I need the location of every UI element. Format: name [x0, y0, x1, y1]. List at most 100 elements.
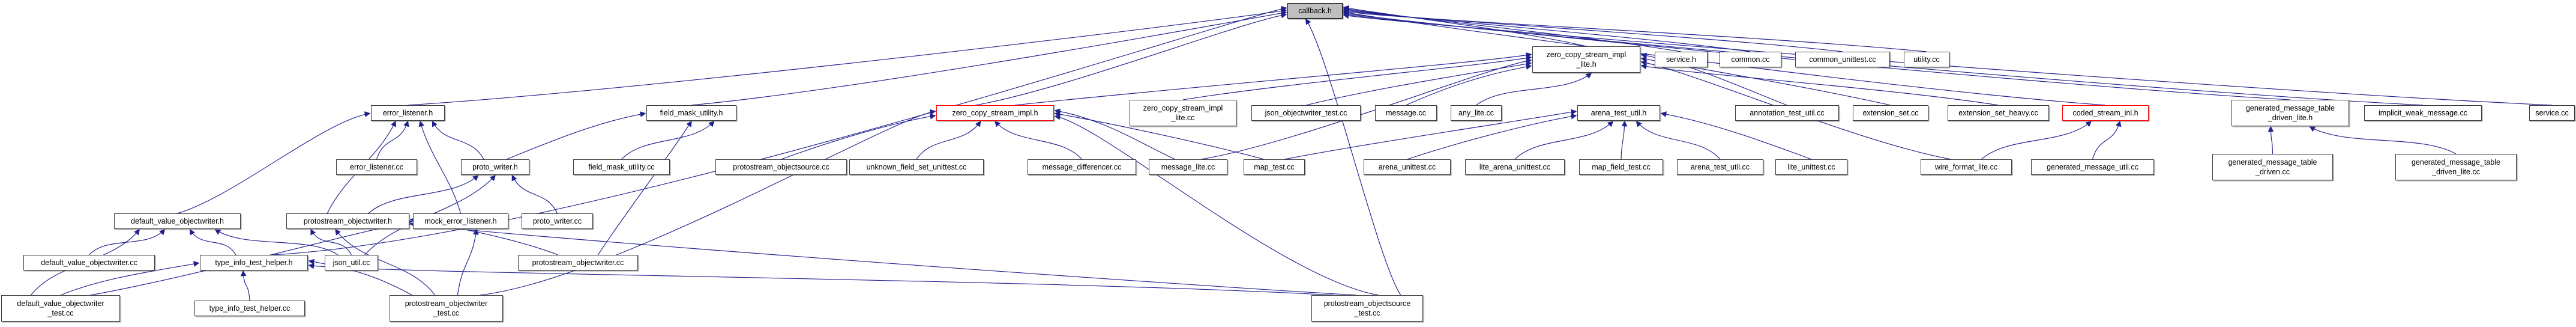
edge-zero-copy-stream-impl-lite-h--callback-h — [1343, 5, 1587, 47]
edge-message-lite-cc--zero-copy-stream-impl-h — [1054, 108, 1175, 160]
edge-unknown-field-set-unittest-cc--zero-copy-stream-impl-h — [916, 120, 981, 160]
edge-field-mask-utility-cc--field-mask-utility-h — [621, 120, 715, 160]
edge-protostream-objectsource-test-cc--type-info-test-helper-h — [308, 263, 1334, 296]
graph-node-implicit-weak-message-cc[interactable]: implicit_weak_message.cc — [2364, 105, 2482, 121]
graph-node-proto-writer-h[interactable]: proto_writer.h — [461, 159, 529, 175]
graph-node-zero-copy-stream-impl-lite-cc[interactable]: zero_copy_stream_impl _lite.cc — [1130, 100, 1236, 126]
graph-node-map-test-cc[interactable]: map_test.cc — [1244, 159, 1305, 175]
edge-type-info-test-helper-h--default-value-objectwriter-h — [189, 228, 236, 255]
graph-node-type-info-test-helper-h[interactable]: type_info_test_helper.h — [200, 255, 308, 270]
edge-type-info-test-helper-h--callback-h — [271, 5, 1287, 255]
graph-node-extension-set-cc[interactable]: extension_set.cc — [1853, 105, 1928, 121]
graph-node-protostream-objectwriter-cc[interactable]: protostream_objectwriter.cc — [518, 255, 638, 270]
graph-node-extension-set-heavy-cc[interactable]: extension_set_heavy.cc — [1948, 105, 2049, 121]
edge-map-field-test-cc--arena-test-util-h — [1621, 120, 1628, 160]
edge-protostream-objectsource-test-cc--protostream-objectwriter-h — [409, 221, 1356, 296]
edge-any-lite-cc--zero-copy-stream-impl-lite-h — [1476, 73, 1592, 106]
edge-wire-format-lite-cc--coded-stream-inl-h — [1981, 121, 2092, 160]
edge-protostream-objectwriter-test-cc--protostream-objectwriter-h — [335, 228, 436, 296]
graph-node-message-lite-cc[interactable]: message_lite.cc — [1149, 159, 1227, 175]
edge-zero-copy-stream-impl-h--callback-h — [975, 12, 1287, 106]
graph-node-arena-unittest-cc[interactable]: arena_unittest.cc — [1364, 159, 1451, 175]
graph-node-field-mask-utility-cc[interactable]: field_mask_utility.cc — [573, 159, 670, 175]
graph-node-lite-arena-unittest-cc[interactable]: lite_arena_unittest.cc — [1465, 159, 1565, 175]
graph-node-default-value-objectwriter-test-cc[interactable]: default_value_objectwriter _test.cc — [1, 295, 120, 322]
graph-node-default-value-objectwriter-h[interactable]: default_value_objectwriter.h — [114, 213, 241, 229]
edge-type-info-test-helper-cc--type-info-test-helper-h — [240, 270, 250, 301]
edge-protostream-objectwriter-cc--field-mask-utility-h — [597, 120, 692, 255]
graph-node-json-util-cc[interactable]: json_util.cc — [325, 255, 378, 270]
edge-zero-copy-stream-impl-h--zero-copy-stream-impl-lite-h — [1014, 52, 1532, 106]
graph-node-proto-writer-cc[interactable]: proto_writer.cc — [522, 213, 593, 229]
edge-json-util-cc--default-value-objectwriter-h — [214, 229, 339, 255]
graph-node-protostream-objectsource-cc[interactable]: protostream_objectsource.cc — [715, 159, 847, 175]
graph-node-protostream-objectsource-test-cc[interactable]: protostream_objectsource _test.cc — [1311, 295, 1423, 322]
graph-node-zero-copy-stream-impl-h[interactable]: zero_copy_stream_impl.h — [936, 105, 1054, 121]
graph-node-type-info-test-helper-cc[interactable]: type_info_test_helper.cc — [194, 301, 305, 316]
graph-node-generated-message-util-cc[interactable]: generated_message_util.cc — [2031, 159, 2154, 175]
edge-error-listener-cc--error-listener-h — [376, 120, 409, 160]
edge-error-listener-h--callback-h — [408, 8, 1287, 106]
edge-protostream-objectsource-test-cc--callback-h — [1305, 18, 1401, 296]
graph-node-protostream-objectwriter-test-cc[interactable]: protostream_objectwriter _test.cc — [390, 295, 503, 322]
edge-generated-message-table-driven-cc--generated-message-table-driven-lite-h — [2268, 126, 2274, 154]
graph-node-common-unittest-cc[interactable]: common_unittest.cc — [1795, 52, 1890, 67]
edge-extension-set-heavy-cc--zero-copy-stream-impl-lite-h — [1640, 63, 1999, 106]
graph-node-callback-h[interactable]: callback.h — [1287, 3, 1343, 19]
edge-lite-arena-unittest-cc--arena-test-util-h — [1514, 120, 1614, 160]
graph-node-error-listener-cc[interactable]: error_listener.cc — [336, 159, 417, 175]
edge-generated-message-util-cc--coded-stream-inl-h — [2092, 120, 2122, 160]
edge-service-h--callback-h — [1343, 6, 1682, 52]
edge-proto-writer-h--field-mask-utility-h — [506, 111, 646, 160]
edge-map-test-cc--zero-copy-stream-impl-h — [1054, 111, 1265, 160]
edge-default-value-objectwriter-cc--default-value-objectwriter-h — [89, 228, 166, 255]
graph-node-common-cc[interactable]: common.cc — [1720, 52, 1781, 67]
graph-node-zero-copy-stream-impl-lite-h[interactable]: zero_copy_stream_impl _lite.h — [1532, 46, 1640, 73]
graph-node-lite-unittest-cc[interactable]: lite_unittest.cc — [1775, 159, 1847, 175]
edge-protostream-objectwriter-test-cc--mock-error-listener-h — [457, 228, 479, 296]
graph-node-generated-message-table-driven-lite-h[interactable]: generated_message_table _driven_lite.h — [2231, 100, 2349, 126]
edge-default-value-objectwriter-test-cc--type-info-test-helper-h — [60, 261, 200, 296]
edge-json-util-cc--protostream-objectwriter-h — [310, 228, 352, 255]
edge-message-differencer-cc--zero-copy-stream-impl-h — [995, 120, 1082, 160]
graph-node-error-listener-h[interactable]: error_listener.h — [371, 105, 445, 121]
edge-protostream-objectwriter-h--proto-writer-h — [368, 175, 479, 214]
edge-protostream-objectsource-cc--zero-copy-stream-impl-h — [781, 113, 936, 160]
edge-common-cc--callback-h — [1343, 7, 1751, 52]
edge-proto-writer-cc--proto-writer-h — [511, 174, 558, 214]
graph-node-arena-test-util-h[interactable]: arena_test_util.h — [1577, 105, 1660, 121]
edge-mock-error-listener-h--error-listener-h — [418, 120, 462, 214]
graph-node-field-mask-utility-h[interactable]: field_mask_utility.h — [646, 105, 736, 121]
graph-node-service-cc[interactable]: service.cc — [2529, 105, 2575, 121]
graph-node-mock-error-listener-h[interactable]: mock_error_listener.h — [413, 213, 508, 229]
edge-arena-unittest-cc--arena-test-util-h — [1407, 113, 1577, 160]
graph-node-map-field-test-cc[interactable]: map_field_test.cc — [1579, 159, 1663, 175]
edge-protostream-objectsource-test-cc--zero-copy-stream-impl-h — [1054, 114, 1379, 296]
graph-node-generated-message-table-driven-lite-cc[interactable]: generated_message_table _driven_lite.cc — [2395, 154, 2517, 180]
edge-protostream-objectwriter-test-cc--zero-copy-stream-impl-h — [480, 109, 936, 296]
graph-node-arena-test-util-cc[interactable]: arena_test_util.cc — [1677, 159, 1763, 175]
graph-node-any-lite-cc[interactable]: any_lite.cc — [1451, 105, 1502, 121]
edge-json-objectwriter-test-cc--zero-copy-stream-impl-lite-h — [1305, 61, 1532, 106]
graph-node-annotation-test-util-cc[interactable]: annotation_test_util.cc — [1735, 105, 1839, 121]
graph-node-message-cc[interactable]: message.cc — [1375, 105, 1437, 121]
edge-lite-unittest-cc--arena-test-util-h — [1660, 111, 1812, 160]
edge-message-cc--zero-copy-stream-impl-lite-h — [1406, 64, 1532, 106]
graph-node-protostream-objectwriter-h[interactable]: protostream_objectwriter.h — [286, 213, 409, 229]
graph-node-message-differencer-cc[interactable]: message_differencer.cc — [1028, 159, 1136, 175]
graph-node-wire-format-lite-cc[interactable]: wire_format_lite.cc — [1921, 159, 2012, 175]
graph-node-utility-cc[interactable]: utility.cc — [1904, 52, 1949, 67]
graph-node-json-objectwriter-test-cc[interactable]: json_objectwriter_test.cc — [1251, 105, 1361, 121]
graph-node-unknown-field-set-unittest-cc[interactable]: unknown_field_set_unittest.cc — [849, 159, 984, 175]
graph-node-service-h[interactable]: service.h — [1655, 52, 1708, 67]
graph-node-generated-message-table-driven-cc[interactable]: generated_message_table _driven.cc — [2212, 154, 2333, 180]
edge-zero-copy-stream-impl-lite-cc--zero-copy-stream-impl-lite-h — [1182, 55, 1532, 100]
graph-node-coded-stream-inl-h[interactable]: coded_stream_inl.h — [2062, 105, 2149, 121]
graph-node-default-value-objectwriter-cc[interactable]: default_value_objectwriter.cc — [23, 255, 155, 270]
edge-common-unittest-cc--callback-h — [1343, 8, 1843, 52]
edge-arena-test-util-cc--arena-test-util-h — [1636, 120, 1721, 160]
edge-map-test-cc--arena-test-util-h — [1284, 109, 1577, 160]
edge-proto-writer-h--error-listener-h — [432, 120, 484, 160]
edge-utility-cc--callback-h — [1343, 9, 1927, 52]
